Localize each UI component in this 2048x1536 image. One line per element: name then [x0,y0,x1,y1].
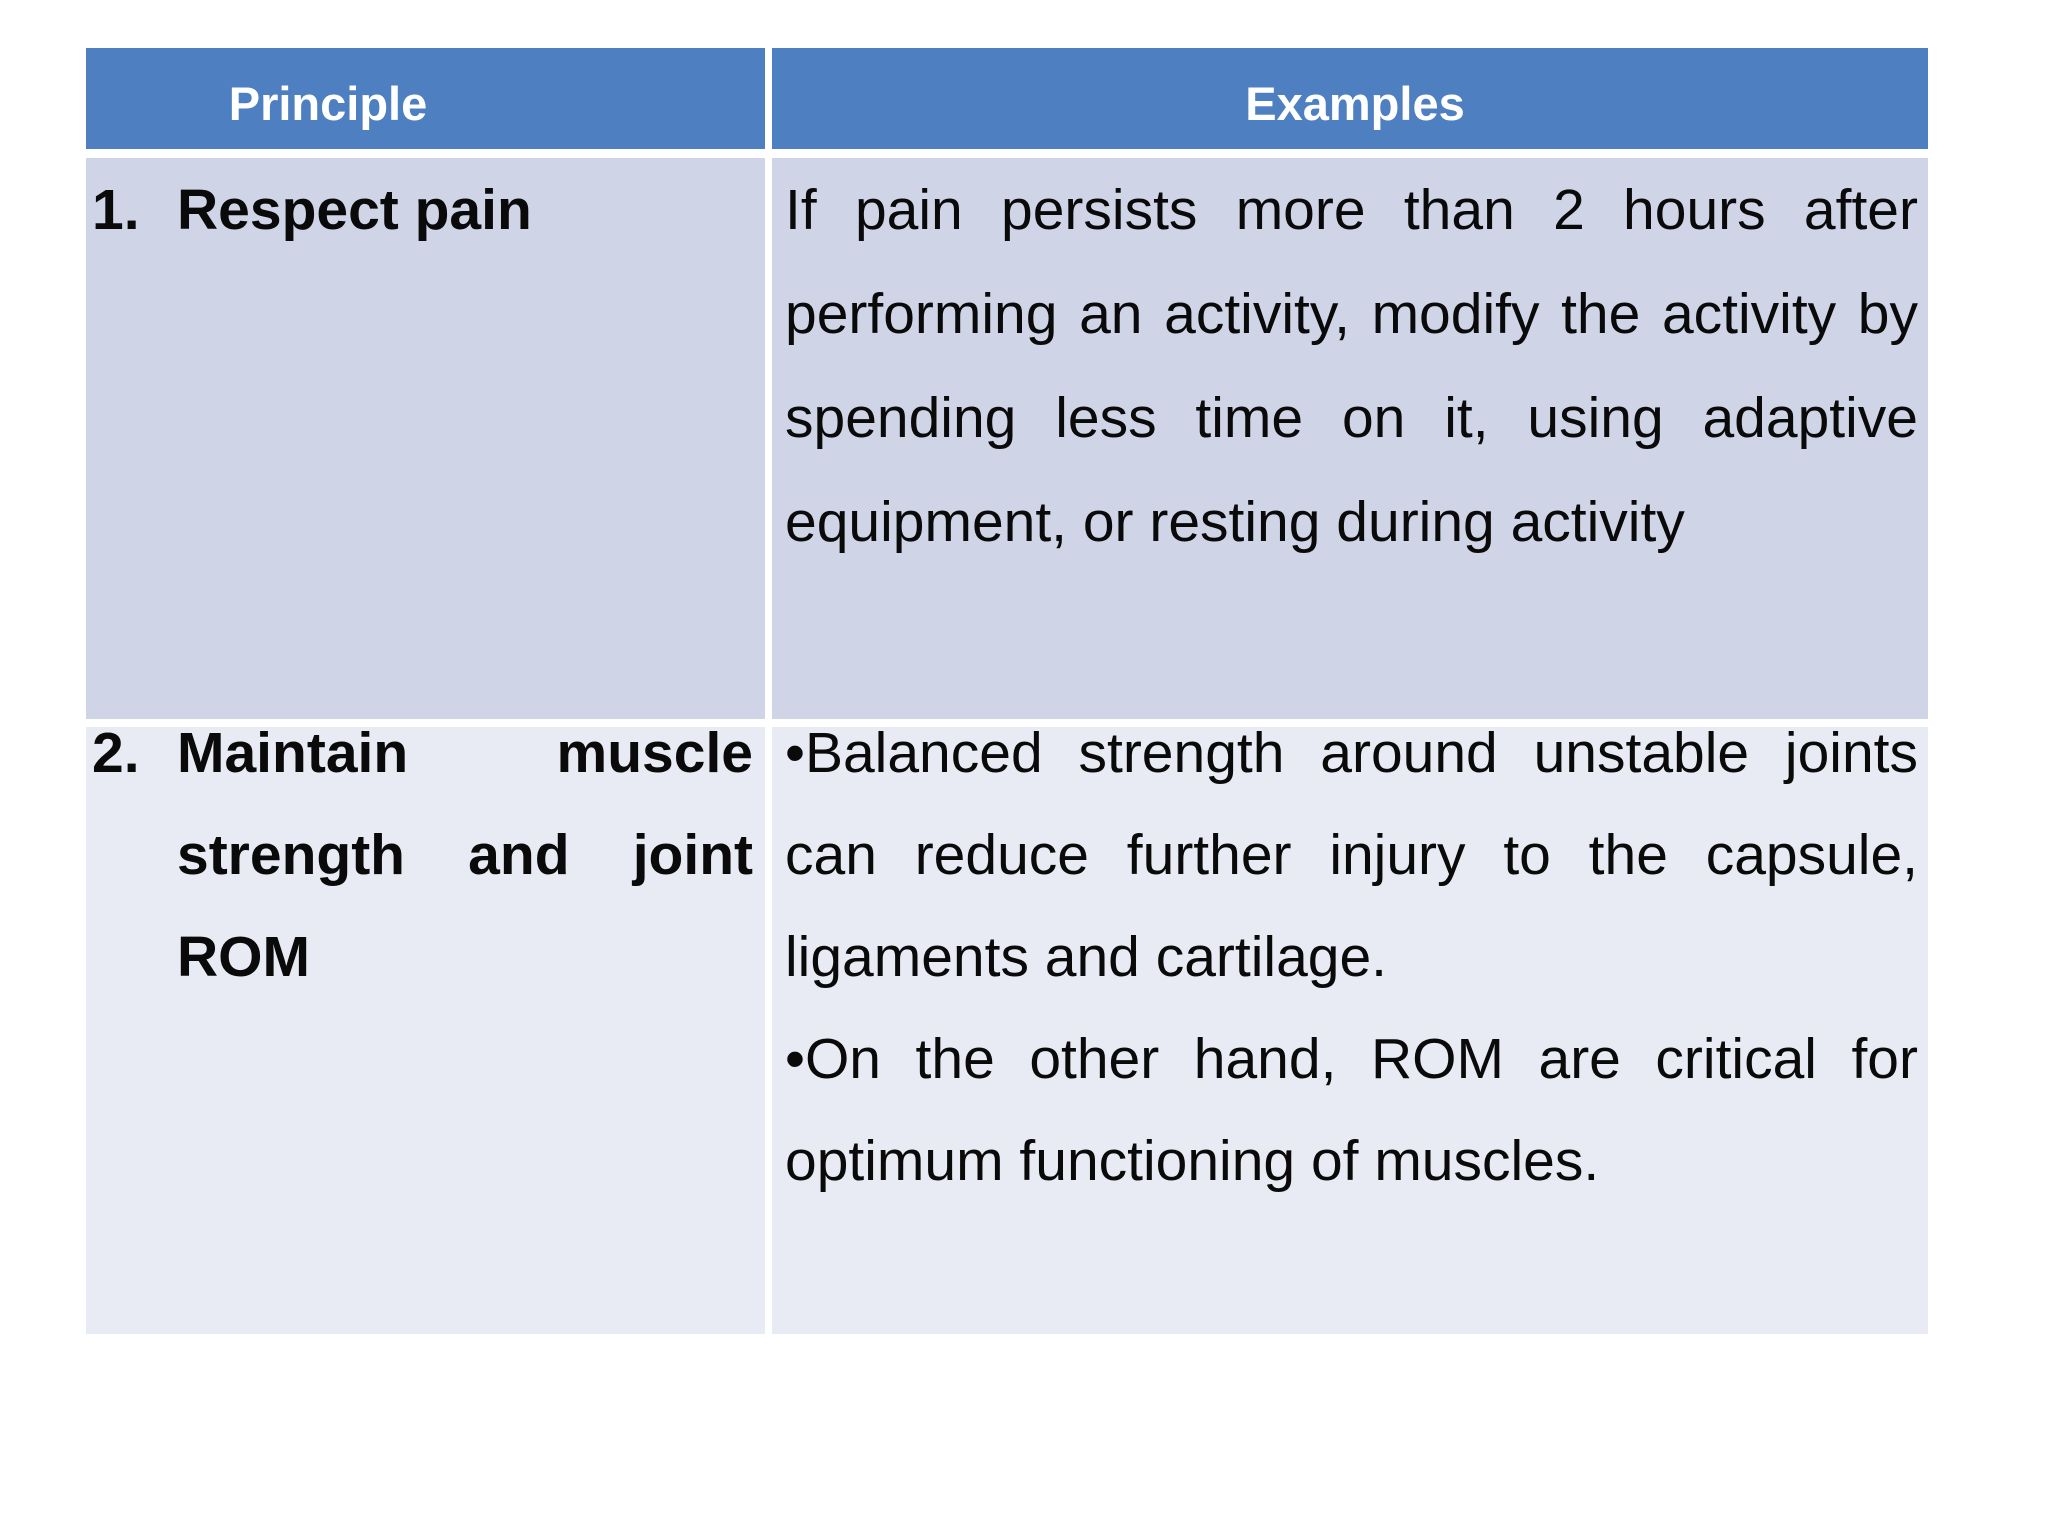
text-line: If pain persists more than 2 hours after [785,178,1918,242]
text-line: strength and joint [86,804,753,906]
list-number: 2. [92,721,140,785]
text-line: •Balanced strength around unstable joint… [785,721,1918,785]
header-label-examples: Examples [1245,76,1465,130]
text-line-content: strength and joint [177,823,753,887]
principles-examples-table: Principle Examples 1. Respect pain If pa… [86,48,1928,1334]
text-line: performing an activity, modify the activ… [785,282,1918,346]
text-line: optimum functioning of muscles. [785,1129,1600,1193]
examples-text-1: If pain persists more than 2 hours after… [772,158,1928,574]
text-line: equipment, or resting during activity [785,490,1685,554]
examples-cell-2: •Balanced strength around unstable joint… [772,721,1928,1334]
table-row-respect-pain: 1. Respect pain If pain persists more th… [86,158,1928,719]
text-line: •On the other hand, ROM are critical for [785,1027,1918,1091]
table-row-maintain-strength: 2. Maintain muscle strength and joint RO… [86,721,1928,1334]
principle-cell-2: 2. Maintain muscle strength and joint RO… [86,721,765,1334]
text-line: ROM [86,906,753,1008]
principle-text-2: 2. Maintain muscle strength and joint RO… [86,702,765,1008]
text-line: can reduce further injury to the capsule… [785,823,1918,887]
text-line: spending less time on it, using adaptive [785,386,1918,450]
text-line: 1. Respect pain [86,158,753,262]
examples-text-2: •Balanced strength around unstable joint… [772,702,1928,1212]
principle-text-1: 1. Respect pain [86,158,765,262]
principle-cell-1: 1. Respect pain [86,158,765,719]
text-line-content: Respect pain [177,178,532,242]
text-line: ligaments and cartilage. [785,925,1388,989]
text-line-content: Maintain muscle [177,721,753,785]
text-line: 2. Maintain muscle [86,702,753,804]
header-label-principle: Principle [228,76,428,130]
examples-cell-1: If pain persists more than 2 hours after… [772,158,1928,719]
header-cell-principle: Principle [86,48,765,149]
header-cell-examples: Examples [772,48,1928,149]
text-line-content: ROM [177,925,310,989]
table-header-row: Principle Examples [86,48,1928,149]
list-number: 1. [92,178,140,242]
